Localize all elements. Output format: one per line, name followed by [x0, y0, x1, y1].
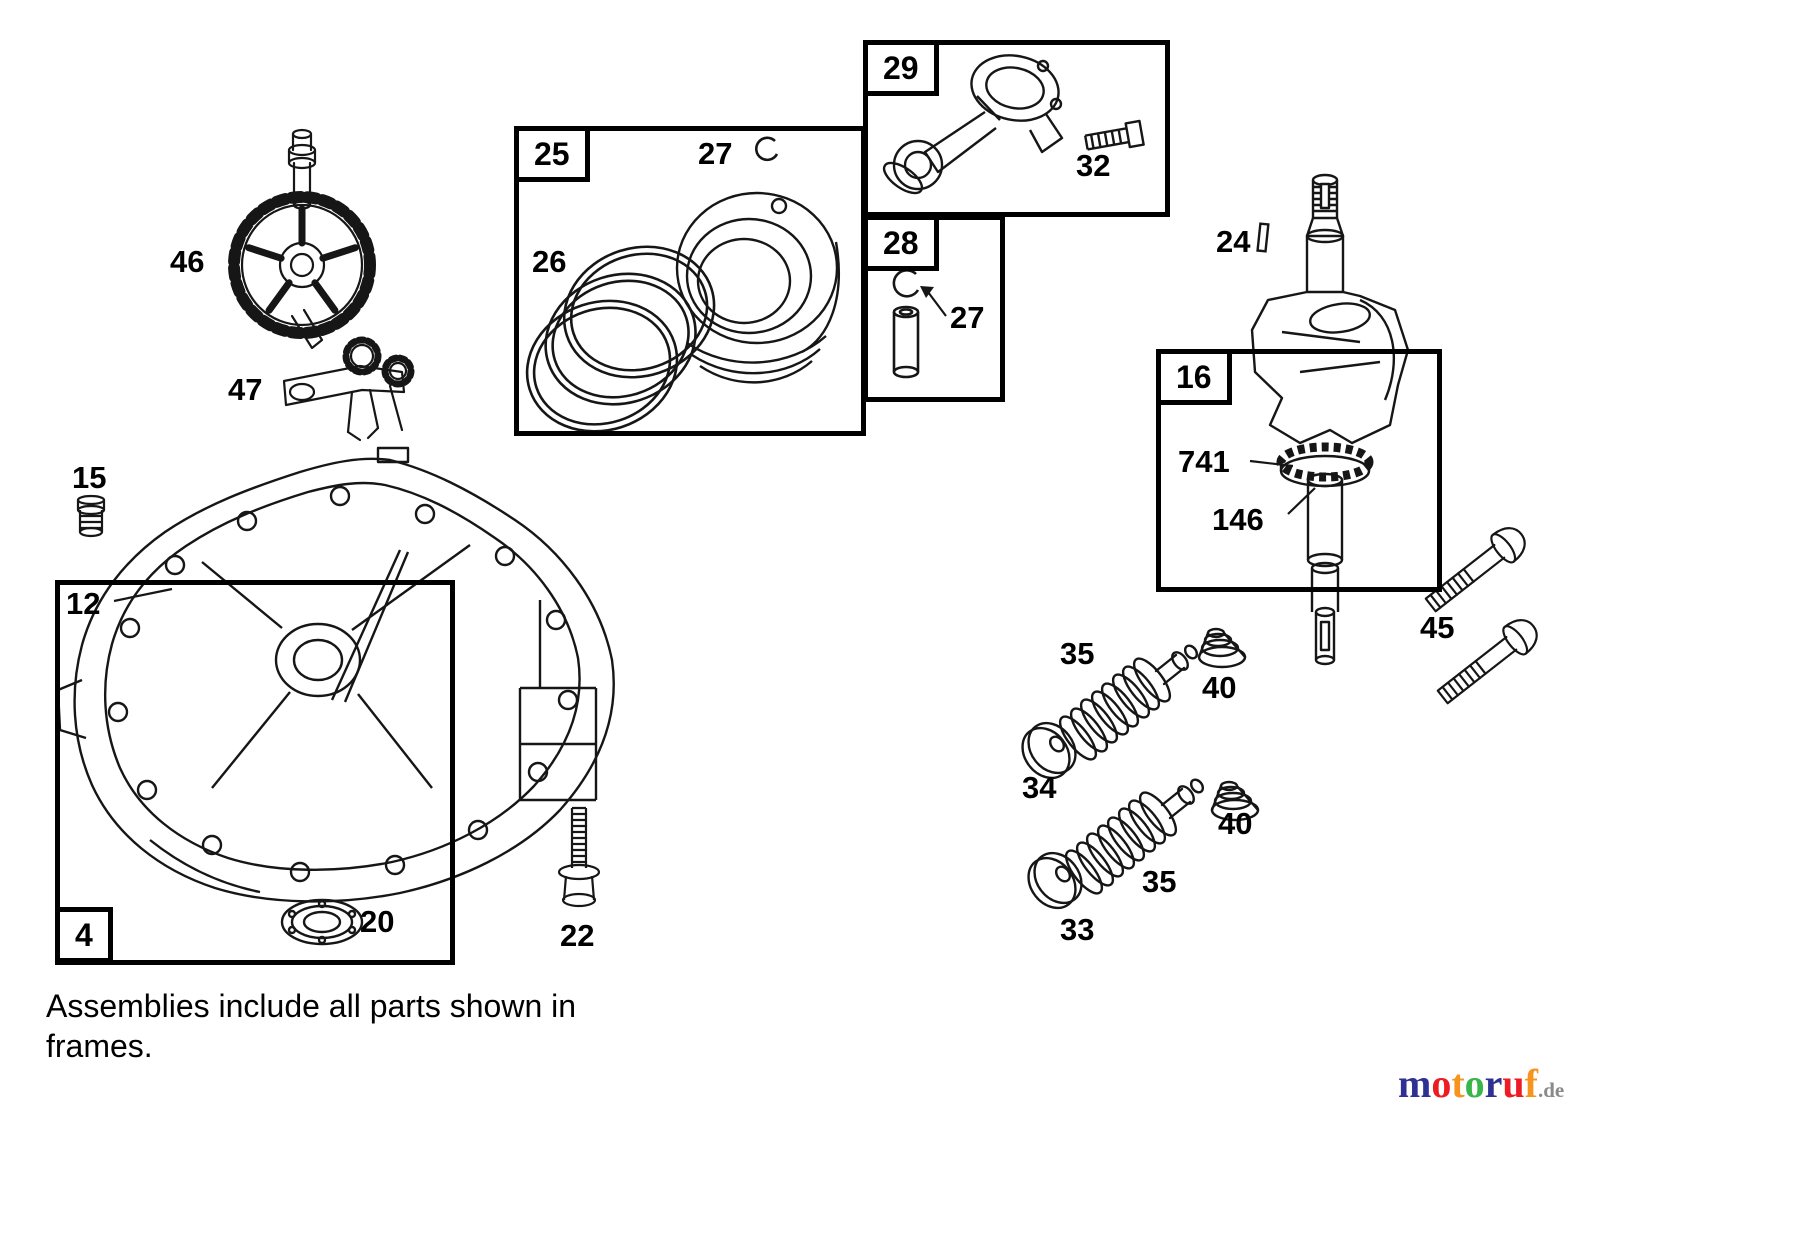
assemblies-note-line1: Assemblies include all parts shown in [46, 988, 577, 1024]
part-label-32: 32 [1076, 148, 1111, 183]
part-label-47: 47 [228, 372, 263, 407]
part-label-35-upper: 35 [1060, 636, 1095, 671]
oil-seal-drawing [280, 898, 364, 946]
part-label-27-pin: 27 [950, 300, 985, 335]
part-label-20: 20 [360, 904, 395, 939]
part-label-4-boxed: 4 [55, 907, 113, 963]
part-label-40-lower: 40 [1218, 806, 1253, 841]
piston-drawing [675, 191, 840, 384]
frame-crankcase [55, 580, 455, 965]
circlip-icon-drawing [755, 136, 779, 162]
frame-crankshaft [1156, 349, 1442, 592]
part-label-26: 26 [532, 244, 567, 279]
frame-piston-assembly [514, 126, 866, 436]
part-label-33: 33 [1060, 912, 1095, 947]
part-label-45: 45 [1420, 610, 1455, 645]
piston-rings-drawing [525, 245, 716, 433]
assemblies-note-line2: frames. [46, 1028, 153, 1064]
watermark-letters: motoruf [1398, 1061, 1538, 1106]
connecting-rod-drawing [882, 54, 1145, 195]
part-label-146: 146 [1212, 502, 1264, 537]
assemblies-note: Assemblies include all parts shown in fr… [46, 986, 576, 1066]
camshaft-gear-drawing [228, 128, 376, 350]
part-label-29-boxed: 29 [863, 40, 939, 96]
part-label-741: 741 [1178, 444, 1230, 479]
crankcase-sump-drawing [56, 446, 615, 903]
part-label-35-lower: 35 [1142, 864, 1177, 899]
part-label-22: 22 [560, 918, 595, 953]
flange-bolt-drawing [557, 806, 601, 908]
part-label-40-upper: 40 [1202, 670, 1237, 705]
part-label-24: 24 [1216, 224, 1251, 259]
part-label-16-boxed: 16 [1156, 349, 1232, 405]
oil-plug-drawing [76, 494, 106, 538]
part-label-28-boxed: 28 [863, 215, 939, 271]
governor-drawing [282, 336, 415, 442]
motoruf-watermark: motoruf.de [1398, 1064, 1564, 1104]
part-label-34: 34 [1022, 770, 1057, 805]
watermark-suffix: .de [1538, 1078, 1565, 1102]
part-label-27-piston: 27 [698, 136, 733, 171]
part-label-15: 15 [72, 460, 107, 495]
key-drawing [1256, 222, 1270, 253]
part-label-46: 46 [170, 244, 205, 279]
part-label-25-boxed: 25 [514, 126, 590, 182]
part-label-12: 12 [66, 586, 101, 621]
